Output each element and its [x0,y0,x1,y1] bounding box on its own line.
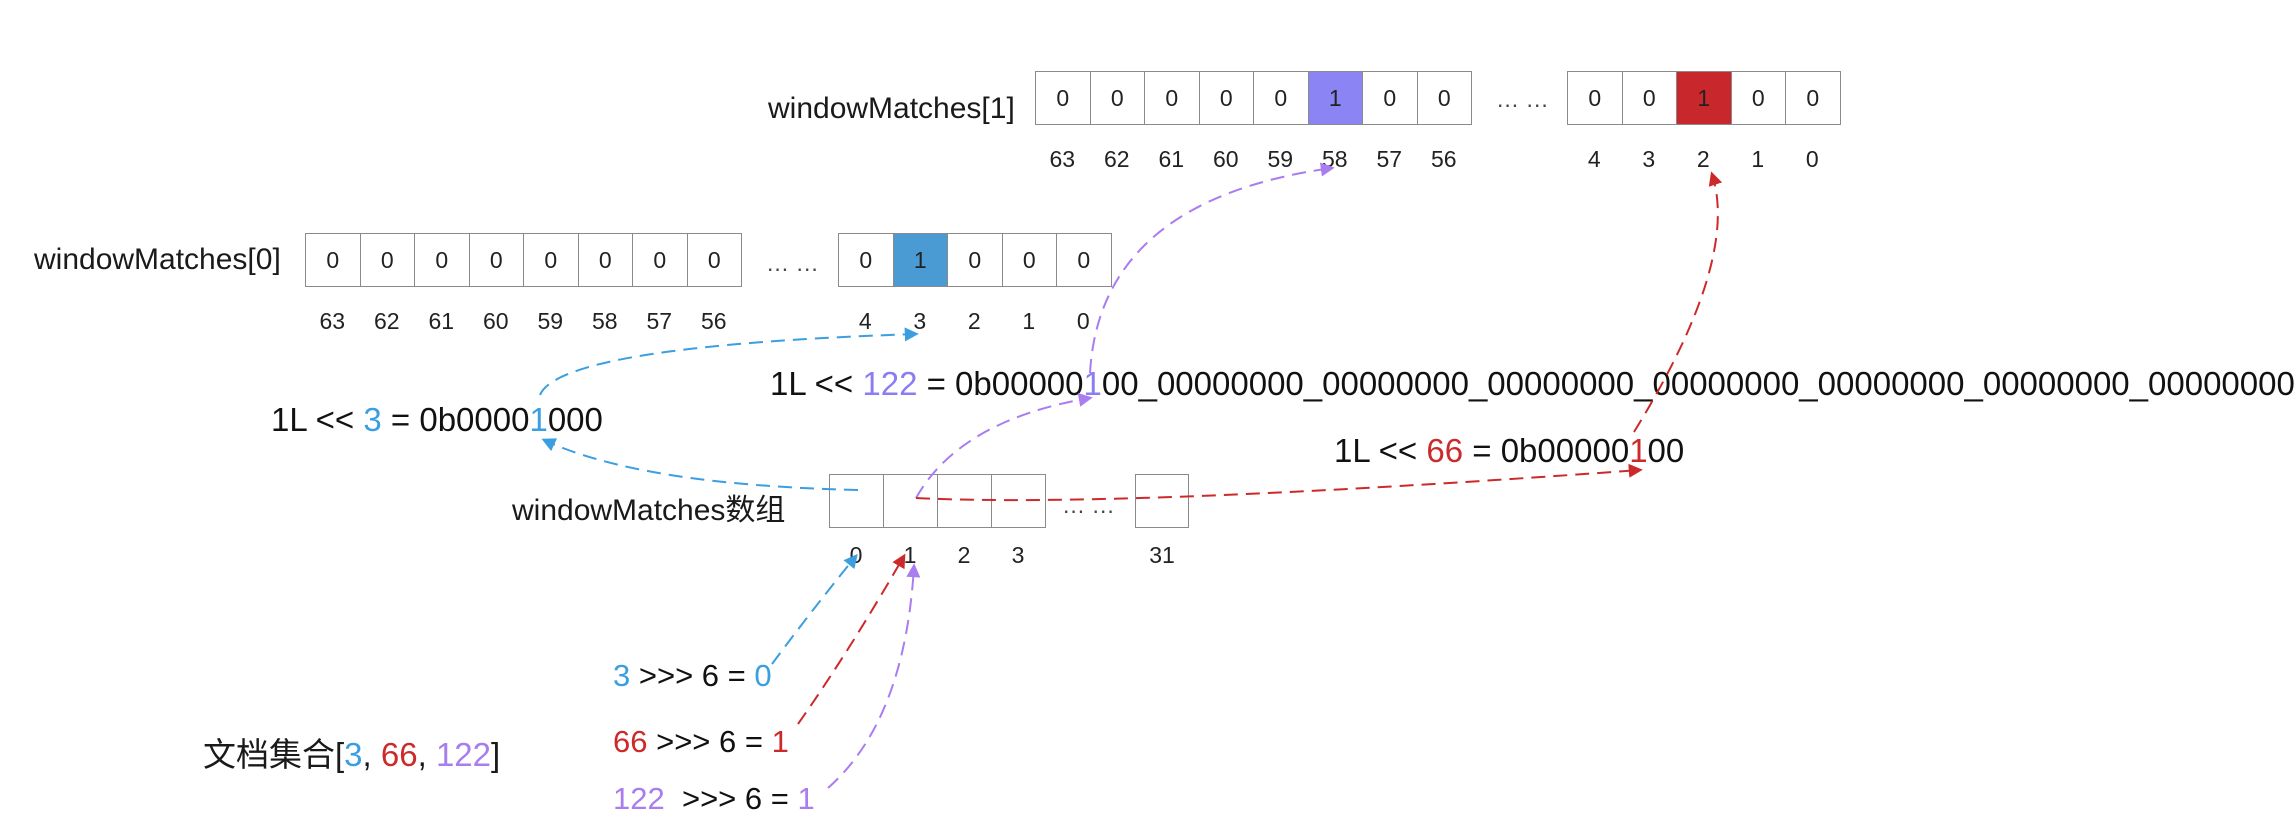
window0-bit-62: 0 [359,233,415,287]
window0-index-1: 1 [1022,308,1036,334]
arrow-shift66-to-bit2 [1633,171,1723,433]
window0-index-57: 57 [646,308,673,334]
window0-bit-56: 0 [686,233,742,287]
shift3-set-bit: 1 [529,401,548,438]
arrow-index0-to-shift3 [541,438,859,491]
window1-index-60: 60 [1212,146,1239,172]
window1-bit-4: 0 [1567,71,1623,125]
window0-bit-57: 0 [632,233,688,287]
document-set: 文档集合[3, 66, 122] [203,736,501,773]
window1-bit-2: 1 [1676,71,1732,125]
array-label: windowMatches数组 [512,494,786,527]
window1-index-61: 61 [1158,146,1185,172]
shift66-amount: 66 [1426,432,1464,469]
window0-bit-59: 0 [523,233,579,287]
window0-bit-63: 0 [305,233,361,287]
window1-index-59: 59 [1267,146,1294,172]
array-slot-1 [883,474,938,528]
window0-index-60: 60 [482,308,509,334]
window0-bit-4: 0 [838,233,894,287]
window0-bit-60: 0 [468,233,524,287]
array-index-31: 31 [1149,542,1175,568]
window1-bit-56: 0 [1416,71,1472,125]
calc-3: 3 >>> 6 = 0 [613,658,772,693]
arrow-shift3-to-bit3 [539,327,919,396]
array-index-2: 2 [957,542,971,568]
window0-bit-1: 0 [1001,233,1057,287]
window0-index-58: 58 [591,308,618,334]
window0-index-4: 4 [858,308,872,334]
window1-label: windowMatches[1] [768,92,1015,125]
shift122-set-bit: 1 [1083,365,1102,402]
arrow-66-to-index-1 [797,553,906,725]
array-index-3: 3 [1011,542,1025,568]
window1-index-62: 62 [1103,146,1130,172]
window0-index-61: 61 [428,308,455,334]
shift66-expression: 1L << 66 = 0b00000100 [1334,432,1685,469]
window1-bit-3: 0 [1621,71,1677,125]
calc-66: 66 >>> 6 = 1 [613,724,789,759]
window1-index-2: 2 [1696,146,1710,172]
window0-index-63: 63 [319,308,346,334]
window1-bit-63: 0 [1035,71,1091,125]
window0-index-56: 56 [700,308,727,334]
array-slot-2 [937,474,992,528]
shift122-amount: 122 [862,365,918,402]
window1-bit-59: 0 [1253,71,1309,125]
window0-index-59: 59 [537,308,564,334]
window1-bit-0: 0 [1785,71,1841,125]
window1-bit-58: 1 [1307,71,1363,125]
arrow-index1-to-shift122 [915,392,1093,499]
shift66-set-bit: 1 [1629,432,1648,469]
shift3-amount: 3 [363,401,382,438]
window1-index-57: 57 [1376,146,1403,172]
window1-index-63: 63 [1049,146,1076,172]
window0-label: windowMatches[0] [34,243,281,276]
window0-ellipsis: ... ... [767,250,819,276]
window0-index-0: 0 [1076,308,1090,334]
window1-index-1: 1 [1751,146,1765,172]
window1-bit-62: 0 [1089,71,1145,125]
window1-ellipsis: ... ... [1497,86,1549,112]
window1-bit-57: 0 [1362,71,1418,125]
shift3-expression: 1L << 3 = 0b00001000 [271,401,603,438]
window1-index-4: 4 [1587,146,1601,172]
arrow-3-to-index-0 [771,553,858,665]
arrow-index1-to-shift66 [915,463,1643,502]
window0-bit-0: 0 [1056,233,1112,287]
window0-index-2: 2 [967,308,981,334]
array-ellipsis: ... ... [1063,492,1115,518]
shift122-expression: 1L << 122 = 0b00000100_00000000_00000000… [770,365,2295,402]
calc-122: 122 >>> 6 = 1 [613,781,815,816]
window1-index-56: 56 [1430,146,1457,172]
window0-bit-58: 0 [577,233,633,287]
window0-index-62: 62 [373,308,400,334]
array-slot-0 [829,474,884,528]
array-index-1: 1 [903,542,917,568]
arrow-shift122-to-bit58 [1089,162,1335,374]
array-slot-31 [1135,474,1189,528]
arrow-122-to-index-1 [827,563,921,789]
window1-index-3: 3 [1642,146,1656,172]
window1-index-0: 0 [1805,146,1819,172]
